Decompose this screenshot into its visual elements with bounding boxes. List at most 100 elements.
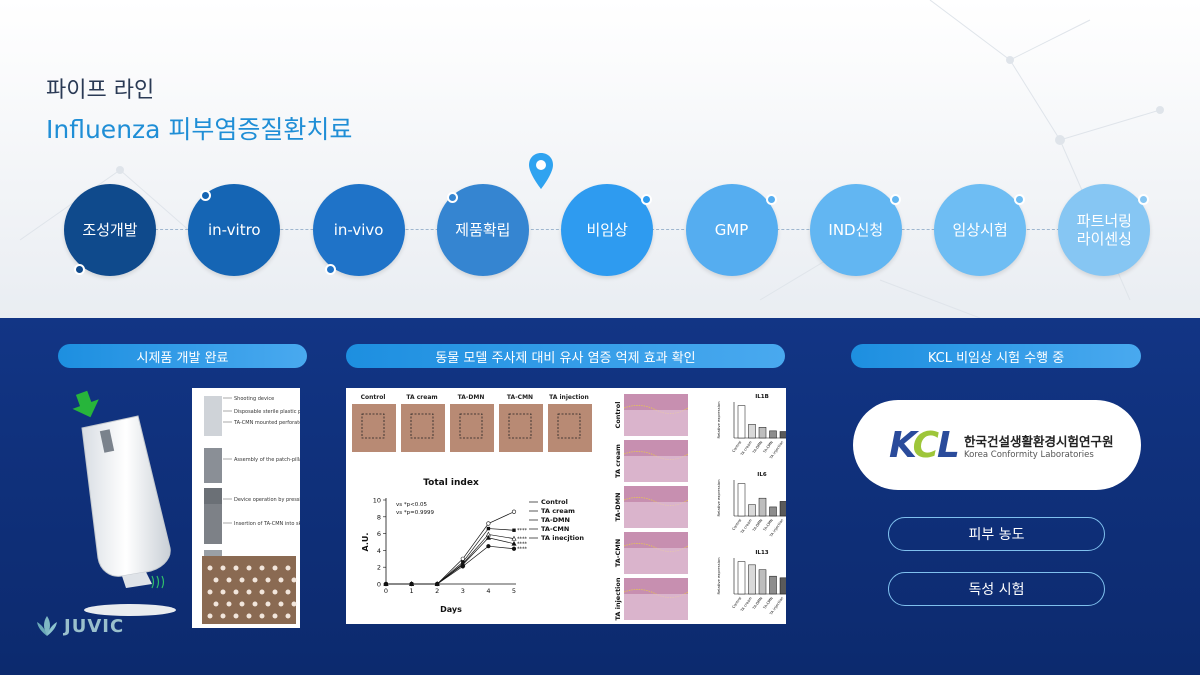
pipeline-dot [324, 264, 336, 275]
photo-label: TA-CMN [507, 394, 533, 401]
mouse-photo [450, 404, 494, 452]
bar-category-label: Control [732, 440, 743, 453]
juvic-logo: JUVIC [34, 614, 124, 638]
pipeline-stage-2: in-vitro [188, 184, 281, 276]
bar-chart-title: IL1B [755, 394, 769, 400]
microneedle-spike [207, 565, 213, 571]
photo-roi-box [410, 413, 434, 439]
kcl-name-ko: 한국건설생활환경시험연구원 [963, 433, 1114, 449]
pipeline-dot [1138, 194, 1150, 205]
bar-category-label: TA-CMN [762, 440, 774, 455]
series-point [460, 564, 465, 569]
pipeline-stage-label: 비임상 [586, 221, 628, 239]
series-line-2 [386, 528, 515, 585]
series-point [485, 534, 491, 540]
x-tick-label: 4 [486, 587, 490, 595]
legend-label: TA-DMN [541, 516, 570, 524]
mouse-photo [548, 404, 592, 452]
kcl-name-en: Korea Conformity Laboratories [963, 449, 1094, 460]
series-point [511, 540, 517, 546]
histology-dermis [624, 548, 688, 574]
photo-roi-box [557, 413, 581, 439]
series-point [435, 581, 440, 587]
bar [769, 575, 777, 595]
microneedle-spike [213, 601, 219, 607]
bar [769, 506, 777, 517]
pipeline-stage-6: GMP [685, 184, 778, 276]
legend-label: TA inecjtion [541, 534, 584, 542]
microneedle-spike [226, 577, 232, 583]
microneedle-spike [272, 613, 278, 619]
microneedle-spike [220, 565, 226, 571]
bar [748, 564, 756, 595]
bar-category-label: TA-CMN [762, 596, 774, 611]
pipeline-dot [74, 264, 85, 275]
microneedle-spike [272, 565, 278, 571]
y-tick-label: 0 [377, 581, 381, 589]
bar-category-label: Control [732, 596, 743, 609]
page-title: 파이프 라인 [46, 78, 155, 103]
pipeline-dot [200, 190, 212, 201]
pipeline-stage-label: in-vivo [333, 221, 384, 239]
photo-roi-box [459, 413, 483, 439]
prototype-step-label: Device operation by pressing the insert … [234, 497, 300, 503]
histology-label: Control [614, 402, 622, 429]
legend-label: TA cream [541, 507, 575, 515]
series-point [486, 521, 491, 526]
microneedle-spike [259, 565, 265, 571]
microneedle-spike [259, 613, 265, 619]
y-tick-label: 2 [377, 564, 381, 572]
pipeline-dot [889, 194, 901, 205]
significance-mark: **** [517, 547, 528, 553]
significance-mark: **** [517, 542, 528, 548]
pipeline-stage-1: 조성개발 [64, 184, 156, 276]
test-button-skin-concentration[interactable]: 피부 농도 [888, 517, 1105, 551]
test-button-toxicity[interactable]: 독성 시험 [888, 572, 1105, 606]
x-tick-label: 2 [435, 587, 439, 595]
microneedle-spike [265, 601, 271, 607]
microneedle-spike [220, 589, 226, 595]
series-point [511, 509, 517, 514]
kcl-logo: KCL [889, 424, 960, 466]
pipeline-stage-4: 제품확립 [436, 184, 529, 276]
microneedle-spike [252, 601, 258, 607]
x-tick-label: 5 [512, 587, 516, 595]
histology-label: TA-CMN [614, 539, 622, 567]
prototype-step-label: Insertion of TA-CMN into skin [234, 521, 300, 527]
pipeline-stage-label: IND신청 [828, 221, 884, 239]
section-pill-animal: 동물 모델 주사제 대비 유사 염증 억제 효과 확인 [346, 344, 785, 368]
juvic-leaf-icon [37, 616, 57, 636]
microneedle-spike [233, 565, 239, 571]
pipeline-stage-9: 파트너링 라이센싱 [1058, 184, 1151, 276]
pipeline-dot [446, 192, 458, 203]
microneedle-spike [265, 577, 271, 583]
microneedle-spike [291, 577, 297, 583]
microneedle-spike [207, 589, 213, 595]
series-line-4 [386, 537, 515, 585]
legend-label: TA-CMN [541, 525, 569, 533]
photo-roi-box [361, 413, 385, 439]
series-point [486, 526, 491, 531]
pipeline-stage-3: in-vivo [312, 184, 405, 276]
pipeline-stage-7: IND신청 [809, 184, 902, 276]
microneedle-spike [278, 601, 284, 607]
y-tick-label: 4 [377, 547, 381, 555]
series-point [486, 544, 491, 549]
significance-mark: **** [517, 537, 528, 543]
series-point [511, 535, 517, 541]
photo-label: TA injection [549, 394, 589, 401]
bar-category-label: TA-DMN [751, 518, 763, 533]
y-axis-label: A.U. [361, 533, 370, 552]
microneedle-spike [239, 601, 245, 607]
pipeline-stage-label: 파트너링 라이센싱 [1076, 212, 1132, 248]
significance-mark: **** [517, 528, 528, 534]
microneedle-spike [285, 589, 291, 595]
bar-y-label: Relative expression [716, 557, 721, 595]
bar [758, 497, 767, 517]
microneedle-spike [246, 565, 252, 571]
prototype-step-label: TA-CMN mounted perforated substrate [233, 420, 300, 426]
microneedle-spike [207, 613, 213, 619]
